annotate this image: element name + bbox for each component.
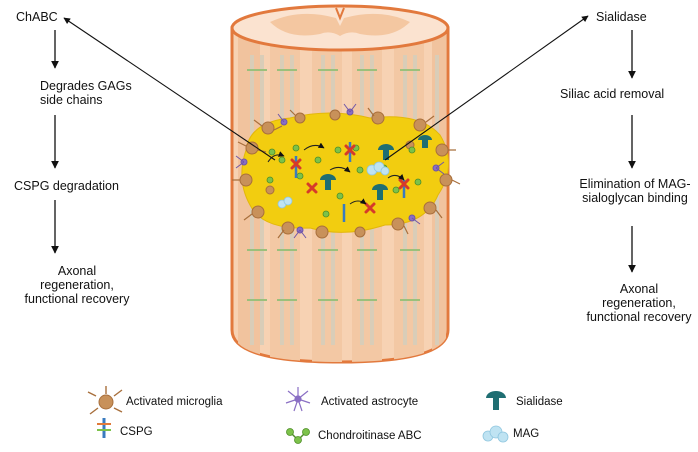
left-step-axonal-regeneration: Axonal regeneration, functional recovery: [24, 264, 130, 306]
legend-chabc-label: Chondroitinase ABC: [318, 430, 422, 442]
legend-mag-icon: [482, 425, 509, 443]
legend-astrocyte-icon: [285, 387, 311, 412]
left-step-chabc: ChABC: [16, 10, 58, 24]
legend-cspg-icon: [97, 418, 111, 438]
left-step-degrades-gags: Degrades GAGs side chains: [40, 79, 132, 107]
legend-microglia-label: Activated microglia: [126, 396, 223, 408]
right-step-axonal-regeneration: Axonal regeneration, functional recovery: [586, 282, 692, 324]
left-step-cspg-degradation: CSPG degradation: [14, 179, 119, 193]
legend-microglia-icon: [87, 386, 123, 415]
right-step-siliac-acid-removal: Siliac acid removal: [560, 87, 665, 101]
legend-chabc-icon: [286, 428, 310, 444]
internal-arrows: [267, 142, 405, 205]
sialidase-icons: [320, 135, 432, 200]
block-x-markers: [290, 144, 410, 214]
lesion-area: [241, 112, 449, 233]
legend-mag-label: MAG: [513, 428, 540, 440]
legend-sialidase-label: Sialidase: [516, 396, 563, 408]
legend-astrocyte-label: Activated astrocyte: [321, 396, 419, 408]
mag-cloud: [277, 161, 390, 209]
legend-sialidase-icon: [486, 391, 506, 410]
arrow-to-sialidase: [384, 15, 589, 161]
legend-cspg-label: CSPG: [120, 426, 153, 438]
astrocyte-cluster: [235, 103, 445, 239]
right-step-sialidase: Sialidase: [596, 10, 647, 24]
right-step-elimination-mag: Elimination of MAG-sialoglycan binding: [579, 177, 691, 205]
arrow-to-chabc: [63, 17, 276, 161]
